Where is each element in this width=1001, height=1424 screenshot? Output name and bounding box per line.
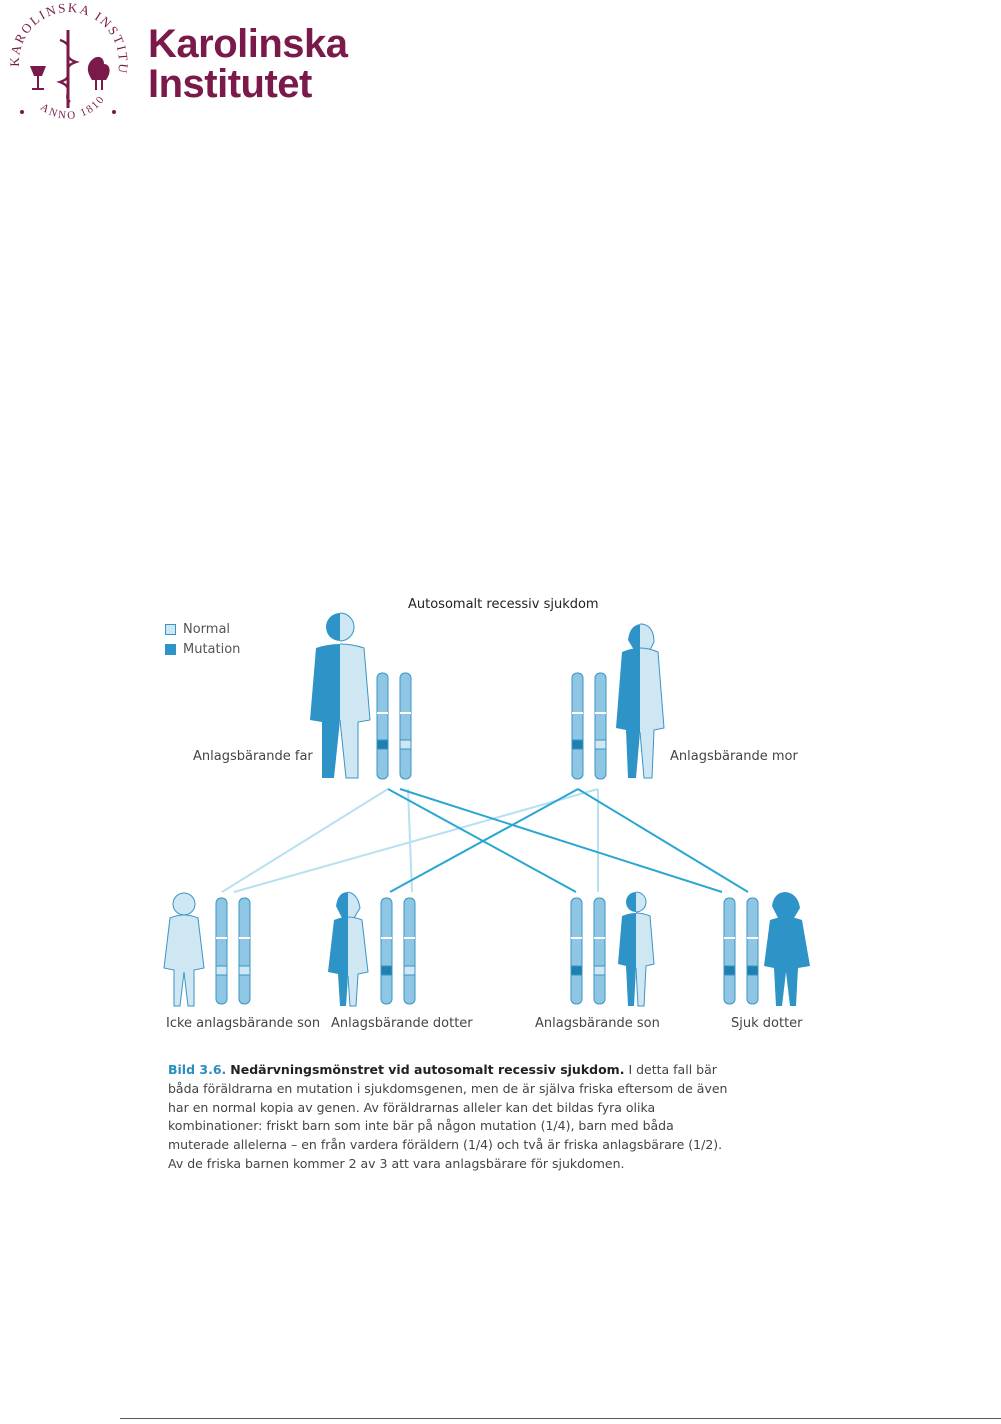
figure-caption: Bild 3.6. Nedärvningsmönstret vid autoso… — [168, 1061, 728, 1174]
normal-allele-band — [399, 739, 412, 750]
normal-allele-band — [215, 965, 228, 976]
chromosome — [594, 672, 607, 780]
chromosome-pairs — [215, 672, 759, 1005]
chromosome — [723, 897, 736, 1005]
line-father-mut-son3 — [387, 788, 577, 893]
chromosome — [238, 897, 251, 1005]
chromosome — [380, 897, 393, 1005]
chromosome — [571, 672, 584, 780]
child4-silhouette — [764, 892, 810, 1006]
chromosome — [570, 897, 583, 1005]
child2-silhouette — [328, 891, 369, 1007]
chromosome — [593, 897, 606, 1005]
mutation-allele-band — [571, 739, 584, 750]
mother-silhouette — [616, 623, 665, 779]
caption-heading: Nedärvningsmönstret vid autosomalt reces… — [230, 1062, 625, 1077]
mother-label: Anlagsbärande mor — [670, 749, 798, 764]
line-father-normal-daughter2 — [407, 788, 413, 893]
legend-mutation: Mutation — [165, 639, 240, 659]
child2-label: Anlagsbärande dotter — [331, 1016, 473, 1031]
child1-silhouette — [163, 892, 205, 1007]
chromosome — [215, 897, 228, 1005]
legend-normal-label: Normal — [183, 621, 231, 637]
mutation-allele-band — [746, 965, 759, 976]
child1-label: Icke anlagsbärande son — [166, 1016, 321, 1031]
child3-silhouette — [618, 891, 655, 1007]
wordmark-line1: Karolinska — [148, 22, 348, 66]
karolinska-wordmark: Karolinska Institutet — [148, 24, 348, 104]
line-father-mut-daughter4 — [399, 788, 723, 893]
mutation-allele-band — [723, 965, 736, 976]
figure-title: Autosomalt recessiv sjukdom — [408, 597, 599, 612]
chromosome — [746, 897, 759, 1005]
mutation-allele-band — [376, 739, 389, 750]
chromosome — [399, 672, 412, 780]
line-mother-normal-son1 — [233, 788, 599, 893]
chromosome — [403, 897, 416, 1005]
normal-allele-band — [593, 965, 606, 976]
footer-rule — [120, 1418, 1001, 1419]
father-label: Anlagsbärande far — [193, 749, 313, 764]
chromosome — [376, 672, 389, 780]
legend: Normal Mutation — [165, 619, 240, 659]
wordmark-line2: Institutet — [148, 62, 312, 106]
caption-body: I detta fall bär båda föräldrarna en mut… — [168, 1062, 728, 1171]
father-silhouette — [310, 612, 371, 779]
child3-label: Anlagsbärande son — [535, 1016, 660, 1031]
mutation-allele-band — [380, 965, 393, 976]
normal-allele-band — [594, 739, 607, 750]
line-father-normal-son1 — [221, 788, 389, 893]
mutation-allele-band — [570, 965, 583, 976]
mutation-swatch — [165, 643, 176, 655]
line-mother-mut-daughter4 — [577, 788, 749, 893]
normal-allele-band — [238, 965, 251, 976]
child4-label: Sjuk dotter — [731, 1016, 803, 1031]
legend-normal: Normal — [165, 619, 240, 639]
legend-mutation-label: Mutation — [183, 641, 241, 657]
normal-allele-band — [403, 965, 416, 976]
caption-number: Bild 3.6. — [168, 1062, 227, 1077]
karolinska-seal-logo: KAROLINSKA INSTITUTET ANNO 1810 — [0, 0, 129, 122]
normal-swatch — [165, 623, 176, 635]
